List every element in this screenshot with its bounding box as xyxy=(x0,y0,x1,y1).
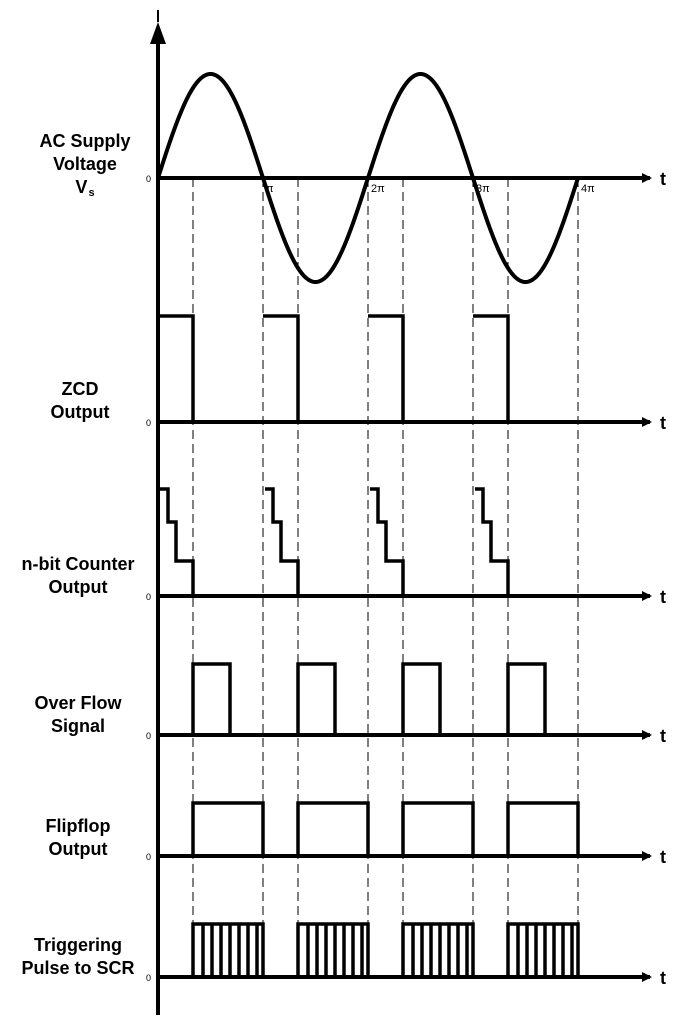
label-trigger-line1: Triggering xyxy=(33,935,122,955)
time-label-flipflop: t xyxy=(660,847,666,867)
label-trigger-pulse: Triggering Pulse to SCR xyxy=(3,934,153,980)
waveforms xyxy=(156,71,580,977)
overflow-pulse-3 xyxy=(401,662,442,735)
overflow-pulse-2 xyxy=(296,662,337,735)
tick-label-2: 2π xyxy=(371,183,385,195)
label-counter-line2: Output xyxy=(48,577,108,597)
trigger-envelope-4 xyxy=(506,922,580,977)
label-flipflop-line1: Flipflop xyxy=(45,816,111,836)
zero-label-flipflop: 0 xyxy=(146,852,151,862)
flipflop-pulse-3 xyxy=(401,801,475,856)
label-overflow-line2: Signal xyxy=(50,716,105,736)
label-ac-symbol: Vs xyxy=(75,177,95,199)
time-label-counter: t xyxy=(660,587,666,607)
tick-label-3: 3π xyxy=(476,183,490,195)
time-label-zcd: t xyxy=(660,413,666,433)
label-ac-line1: AC Supply xyxy=(39,131,131,151)
vertical-axis-arrowhead xyxy=(150,22,166,44)
trigger-envelope-3 xyxy=(401,922,475,977)
time-label-trigger: t xyxy=(660,968,666,988)
label-counter-output: n-bit Counter Output xyxy=(3,553,153,599)
tick-label-4: 4π xyxy=(581,183,595,195)
tick-label-1: π xyxy=(266,183,274,195)
label-zcd-output: ZCD Output xyxy=(5,378,155,424)
overflow-pulse-1 xyxy=(191,662,232,735)
zcd-pulse-2 xyxy=(263,314,300,422)
trigger-envelope-2 xyxy=(296,922,370,977)
overflow-pulse-4 xyxy=(506,662,547,735)
label-zcd-line2: Output xyxy=(50,402,110,422)
label-ac-line2: Voltage xyxy=(53,154,117,174)
zcd-pulse-4 xyxy=(473,314,510,422)
zero-label-counter: 0 xyxy=(146,592,151,602)
label-zcd-line1: ZCD xyxy=(61,379,99,399)
zcd-pulse-1 xyxy=(156,314,195,422)
time-label-overflow: t xyxy=(660,726,666,746)
counter-staircase-1 xyxy=(160,487,195,596)
trigger-envelope-1 xyxy=(191,922,265,977)
flipflop-pulse-4 xyxy=(506,801,580,856)
label-flipflop-line2: Output xyxy=(48,839,108,859)
zero-label-zcd: 0 xyxy=(146,418,151,428)
counter-staircase-3 xyxy=(370,487,405,596)
label-overflow-line1: Over Flow xyxy=(34,693,122,713)
zero-label-overflow: 0 xyxy=(146,731,151,741)
flipflop-pulse-1 xyxy=(191,801,265,856)
label-ac-supply: AC Supply Voltage Vs xyxy=(10,130,160,205)
zcd-pulse-3 xyxy=(368,314,405,422)
zero-label-trigger: 0 xyxy=(146,973,151,983)
counter-staircase-2 xyxy=(265,487,300,596)
label-overflow-signal: Over Flow Signal xyxy=(3,692,153,738)
time-label-ac: t xyxy=(660,169,666,189)
label-flipflop-output: Flipflop Output xyxy=(3,815,153,861)
ac-supply-waveform xyxy=(156,71,580,285)
axis-labels: 0 t 0 t 0 t 0 t 0 t 0 t π 2π 3π 4π xyxy=(146,169,666,988)
flipflop-pulse-2 xyxy=(296,801,370,856)
counter-staircase-4 xyxy=(475,487,510,596)
label-counter-line1: n-bit Counter xyxy=(21,554,135,574)
label-trigger-line2: Pulse to SCR xyxy=(21,958,135,978)
zero-label-ac: 0 xyxy=(146,174,151,184)
